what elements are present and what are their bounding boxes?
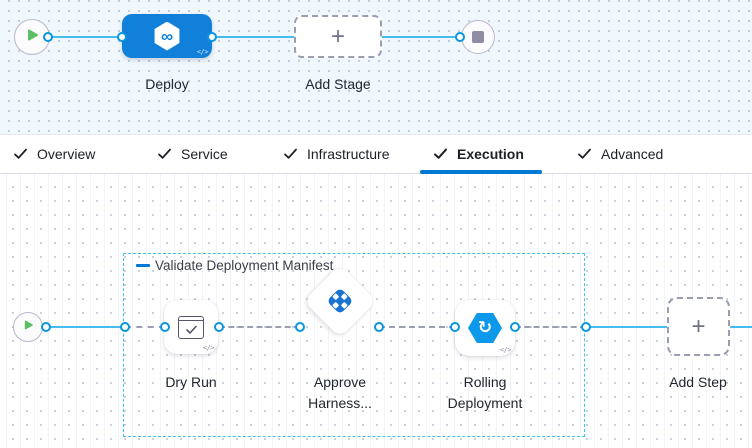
step-label: Dry Run	[165, 374, 217, 390]
connector-line	[46, 326, 125, 328]
code-view-icon[interactable]: </>	[202, 344, 215, 352]
step-node-dry-run[interactable]: </>	[164, 300, 218, 354]
plus-icon: +	[330, 22, 345, 50]
step-group-validate-deployment-manifest[interactable]	[123, 253, 585, 437]
plus-icon: +	[691, 312, 706, 340]
active-tab-indicator	[420, 170, 542, 174]
approve-in-port[interactable]	[295, 322, 305, 332]
stage-node-deploy[interactable]: ∞ </>	[122, 14, 212, 58]
execution-start-node[interactable]	[13, 312, 43, 342]
harness-cd-infinity-icon: ∞	[154, 21, 180, 51]
step-group-label[interactable]: Validate Deployment Manifest	[136, 258, 333, 273]
rolling-deployment-icon: ↻	[468, 313, 502, 343]
dry-run-out-port[interactable]	[214, 322, 224, 332]
harness-approval-icon	[325, 286, 355, 316]
stop-icon	[472, 31, 484, 43]
check-icon	[158, 148, 171, 159]
stage-config-tabbar: Overview Service Infrastructure Executio…	[0, 135, 752, 174]
tab-advanced[interactable]: Advanced	[577, 135, 663, 173]
pipeline-end-node[interactable]	[461, 20, 495, 54]
check-icon	[578, 148, 591, 159]
add-step-button[interactable]: +	[667, 297, 730, 356]
check-icon	[14, 148, 27, 159]
tab-service[interactable]: Service	[157, 135, 228, 173]
collapse-dash-icon[interactable]	[136, 264, 150, 267]
stage-label: Deploy	[145, 76, 189, 92]
step-label: Approve Harness...	[308, 374, 372, 411]
connector-line	[586, 326, 667, 328]
connector-dashed-line	[515, 326, 586, 328]
connector-line	[730, 326, 752, 328]
start-node-out-port[interactable]	[43, 32, 53, 42]
connector-dashed-line	[125, 326, 165, 328]
step-label: Rolling Deployment	[447, 374, 523, 411]
connector-line	[212, 36, 294, 38]
code-view-icon[interactable]: </>	[499, 346, 512, 354]
add-stage-button[interactable]: +	[294, 15, 382, 58]
deploy-out-port[interactable]	[207, 32, 217, 42]
deploy-in-port[interactable]	[117, 32, 127, 42]
approve-out-port[interactable]	[374, 322, 384, 332]
connector-dashed-line	[379, 326, 455, 328]
window-check-icon	[178, 315, 204, 339]
tab-execution[interactable]: Execution	[433, 135, 524, 173]
check-icon	[284, 148, 297, 159]
execution-canvas[interactable]: Validate Deployment Manifest </>	[0, 174, 752, 448]
connector-line	[48, 36, 122, 38]
connector-line	[382, 36, 460, 38]
group-out-port[interactable]	[581, 322, 591, 332]
stage-canvas[interactable]: ∞ </> + Deploy Add Stage	[0, 0, 752, 135]
end-node-in-port[interactable]	[455, 32, 465, 42]
play-icon	[22, 25, 42, 50]
connector-dashed-line	[219, 326, 300, 328]
dry-run-in-port[interactable]	[160, 322, 170, 332]
rolling-in-port[interactable]	[450, 322, 460, 332]
code-view-icon[interactable]: </>	[196, 48, 209, 56]
group-in-port[interactable]	[120, 322, 130, 332]
tab-overview[interactable]: Overview	[13, 135, 95, 173]
add-stage-label: Add Stage	[305, 76, 371, 92]
tab-infrastructure[interactable]: Infrastructure	[283, 135, 389, 173]
check-icon	[434, 148, 447, 159]
rolling-out-port[interactable]	[510, 322, 520, 332]
step-node-rolling-deployment[interactable]: ↻ </>	[455, 300, 515, 356]
play-icon	[20, 317, 36, 338]
start-out-port[interactable]	[41, 322, 51, 332]
add-step-label: Add Step	[669, 374, 727, 390]
